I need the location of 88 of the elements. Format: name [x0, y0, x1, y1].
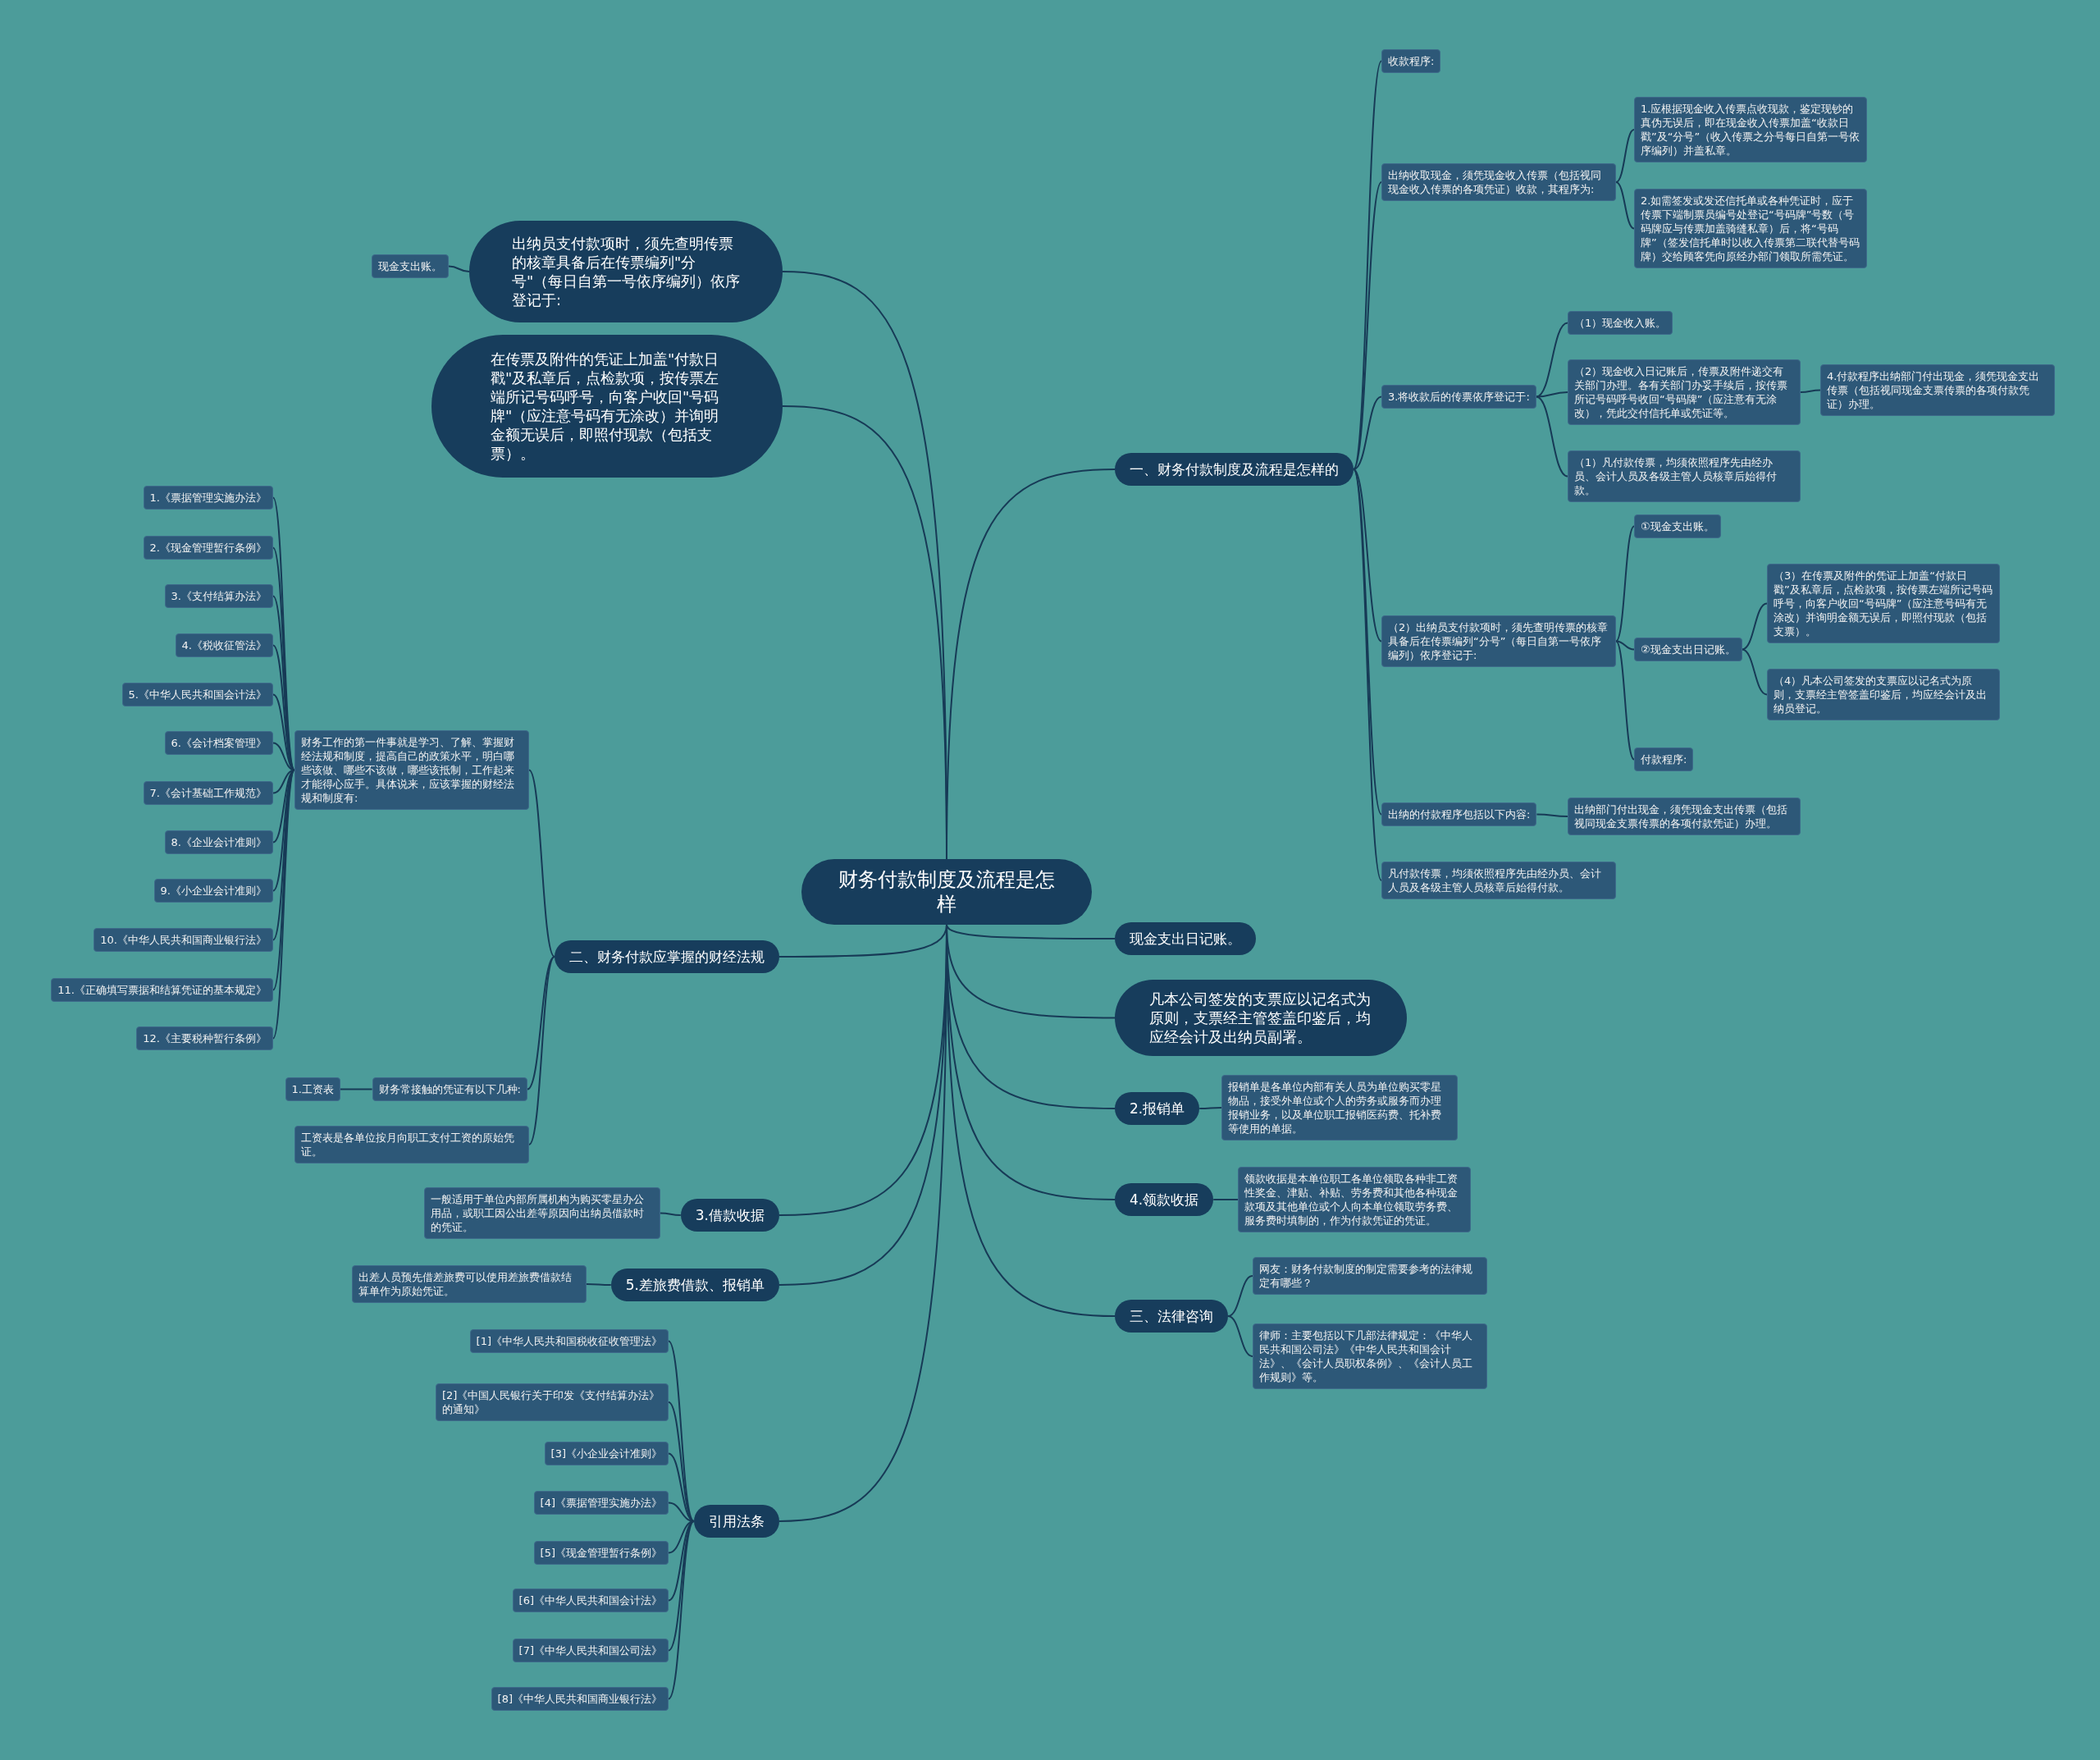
- note-box: [8]《中华人民共和国商业银行法》: [491, 1687, 669, 1711]
- note-box: 11.《正确填写票据和结算凭证的基本规定》: [51, 978, 273, 1002]
- connector-line: [586, 1283, 612, 1286]
- connector-line: [1741, 648, 1768, 696]
- connector-line: [1535, 395, 1568, 478]
- note-box: 现金支出账。: [372, 254, 449, 278]
- topic-pill: 二、财务付款应掌握的财经法规: [555, 940, 779, 973]
- note-box: （4）凡本公司签发的支票应以记名式为原则，支票经主管签盖印鉴后，均应经会计及出纳员登记。: [1767, 669, 2000, 720]
- connector-line: [1741, 602, 1768, 651]
- topic-pill: 出纳员支付款项时，须先查明传票的核章具备后在传票编列"分号"（每日自第一号依序编列）依序登记于:: [469, 221, 783, 322]
- note-box: （1）凡付款传票，均须依照程序先由经办员、会计人员及各级主管人员核章后始得付款。: [1568, 450, 1801, 502]
- note-box: 律师：主要包括以下几部法律规定：《中华人民共和国公司法》《中华人民共和国会计法》、《会计人员职权条例》、《会计人员工作规则》等。: [1253, 1323, 1487, 1389]
- topic-pill: 引用法条: [694, 1505, 779, 1538]
- topic-pill: 2.报销单: [1115, 1092, 1200, 1125]
- note-box: 网友：财务付款制度的制定需要参考的法律规定有哪些？: [1253, 1257, 1487, 1295]
- note-box: （2）现金收入日记账后，传票及附件递交有关部门办理。各有关部门办妥手续后，按传票所记号码呼号收回“号码牌”（应注意有无涂改），凭此交付信托单或凭证等。: [1568, 359, 1801, 425]
- note-box: [5]《现金管理暂行条例》: [533, 1541, 669, 1565]
- note-box: [7]《中华人民共和国公司法》: [512, 1639, 669, 1662]
- connector-line: [1615, 640, 1635, 651]
- note-box: 2.《现金管理暂行条例》: [143, 536, 273, 560]
- note-box: ②现金支出日记账。: [1634, 638, 1742, 661]
- note-box: 2.如需签发或发还信托单或各种凭证时，应于传票下端制票员编号处登记“号码牌”号数（号码牌应与传票加盖骑缝私章）后，将“号码牌”（签发信托单时以收入传票第二联代替号码牌）交给顾客凭向原经办部门领取所需凭证。: [1634, 189, 1867, 268]
- connector-line: [668, 1520, 695, 1700]
- note-box: [1]《中华人民共和国税收征收管理法》: [469, 1329, 669, 1353]
- note-box: 4.《税收征管法》: [175, 633, 273, 657]
- note-box: 12.《主要税种暂行条例》: [136, 1026, 273, 1050]
- note-box: 出差人员预先借差旅费可以使用差旅费借款结算单作为原始凭证。: [352, 1265, 587, 1303]
- topic-pill: 5.差旅费借款、报销单: [610, 1269, 779, 1301]
- connector-line: [1615, 181, 1635, 230]
- connector-line: [1615, 525, 1635, 642]
- connector-line: [528, 956, 555, 1145]
- note-box: 9.《小企业会计准则》: [153, 879, 273, 903]
- note-box: 凡付款传票，均须依照程序先由经办员、会计人员及各级主管人员核章后始得付款。: [1381, 862, 1616, 899]
- topic-pill: 3.借款收据: [680, 1199, 779, 1232]
- note-box: 一般适用于单位内部所属机构为购买零星办公用品，或职工因公出差等原因向出纳员借款时的凭证。: [424, 1187, 660, 1239]
- note-box: [3]《小企业会计准则》: [544, 1442, 669, 1465]
- note-box: 出纳的付款程序包括以下内容:: [1381, 802, 1537, 826]
- note-box: [2]《中国人民银行关于印发《支付结算办法》的通知》: [436, 1383, 669, 1421]
- note-box: 4.付款程序出纳部门付出现金，须凭现金支出传票（包括视同现金支票传票的各项付款凭证）办理。: [1820, 364, 2055, 416]
- note-box: （2）出纳员支付款项时，须先查明传票的核章具备后在传票编列“分号”（每日自第一号依序编列）依序登记于:: [1381, 615, 1616, 667]
- topic-pill: 在传票及附件的凭证上加盖"付款日戳"及私章后，点检款项，按传票左端所记号码呼号，向客户收回"号码牌"（应注意号码有无涂改）并询明金额无误后，即照付现款（包括支票）。: [431, 335, 783, 478]
- connector-line: [527, 956, 555, 1090]
- connector-line: [1227, 1275, 1253, 1317]
- connector-line: [1615, 129, 1635, 183]
- note-box: 10.《中华人民共和国商业银行法》: [94, 928, 273, 952]
- note-box: 出纳部门付出现金，须凭现金支出传票（包括视同现金支票传票的各项付款凭证）办理。: [1568, 798, 1801, 835]
- topic-pill: 凡本公司签发的支票应以记名式为原则，支票经主管签盖印鉴后，均应经会计及出纳员副署。: [1115, 980, 1407, 1056]
- note-box: [6]《中华人民共和国会计法》: [512, 1589, 669, 1612]
- connector-line: [528, 769, 555, 958]
- note-box: 3.将收款后的传票依序登记于:: [1381, 385, 1536, 409]
- note-box: [4]《票据管理实施办法》: [533, 1491, 669, 1515]
- note-box: 财务工作的第一件事就是学习、了解、掌握财经法规和制度，提高自己的政策水平，明白哪些该做、哪些不该做，哪些该抵制，工作起来才能得心应手。具体说来，应该掌握的财经法规和制度有:: [294, 730, 529, 810]
- connector-line: [1353, 181, 1382, 470]
- connector-line: [340, 1088, 373, 1090]
- topic-pill: 三、法律咨询: [1115, 1300, 1228, 1333]
- topic-pill: 现金支出日记账。: [1115, 922, 1256, 955]
- topic-pill: 一、财务付款制度及流程是怎样的: [1115, 453, 1354, 486]
- connector-line: [448, 265, 470, 272]
- note-box: 领款收据是本单位职工各单位领取各种非工资性奖金、津贴、补贴、劳务费和其他各种现金款项及其他单位或个人向本单位领取劳务费、服务费时填制的，作为付款凭证的凭证。: [1238, 1167, 1471, 1232]
- note-box: 工资表是各单位按月向职工支付工资的原始凭证。: [294, 1126, 529, 1163]
- note-box: 6.《会计档案管理》: [164, 731, 273, 755]
- connector-line: [1800, 389, 1821, 393]
- connector-line: [660, 1212, 682, 1216]
- note-box: ①现金支出账。: [1634, 514, 1721, 538]
- topic-pill: 4.领款收据: [1115, 1183, 1214, 1216]
- note-box: 3.《支付结算办法》: [164, 584, 273, 608]
- connector-line: [1198, 1107, 1222, 1109]
- note-box: （1）现金收入账。: [1568, 311, 1673, 335]
- note-box: 7.《会计基础工作规范》: [143, 781, 273, 805]
- note-box: 付款程序:: [1634, 747, 1694, 771]
- connector-line: [1227, 1315, 1253, 1357]
- note-box: （3）在传票及附件的凭证上加盖“付款日戳”及私章后，点检款项，按传票左端所记号码呼号，向客户收回“号码牌”（应注意号码有无涂改）并询明金额无误后，即照付现款（包括支票）。: [1767, 564, 2000, 643]
- note-box: 1.《票据管理实施办法》: [143, 486, 273, 510]
- note-box: 1.应根据现金收入传票点收现款，鉴定现钞的真伪无误后，即在现金收入传票加盖“收款日戳”及“分号”（收入传票之分号每日自第一号依序编列）并盖私章。: [1634, 97, 1867, 162]
- note-box: 出纳收取现金，须凭现金收入传票（包括视同现金收入传票的各项凭证）收款，其程序为:: [1381, 163, 1616, 201]
- note-box: 报销单是各单位内部有关人员为单位购买零星物品，接受外单位或个人的劳务或服务而办理报销业务，以及单位职工报销医药费、托补费等使用的单据。: [1221, 1075, 1458, 1141]
- connector-line: [946, 924, 1116, 939]
- note-box: 8.《企业会计准则》: [164, 830, 273, 854]
- note-box: 收款程序:: [1381, 49, 1441, 73]
- note-box: 5.《中华人民共和国会计法》: [121, 683, 273, 706]
- connector-line: [1212, 1199, 1239, 1200]
- note-box: 1.工资表: [285, 1077, 340, 1101]
- note-box: 财务常接触的凭证有以下几种:: [372, 1077, 527, 1101]
- connector-line: [1615, 640, 1635, 761]
- connector-line: [1536, 813, 1568, 817]
- central-topic: 财务付款制度及流程是怎样: [801, 859, 1092, 925]
- connector-line: [1353, 395, 1382, 470]
- connector-line: [1353, 469, 1382, 642]
